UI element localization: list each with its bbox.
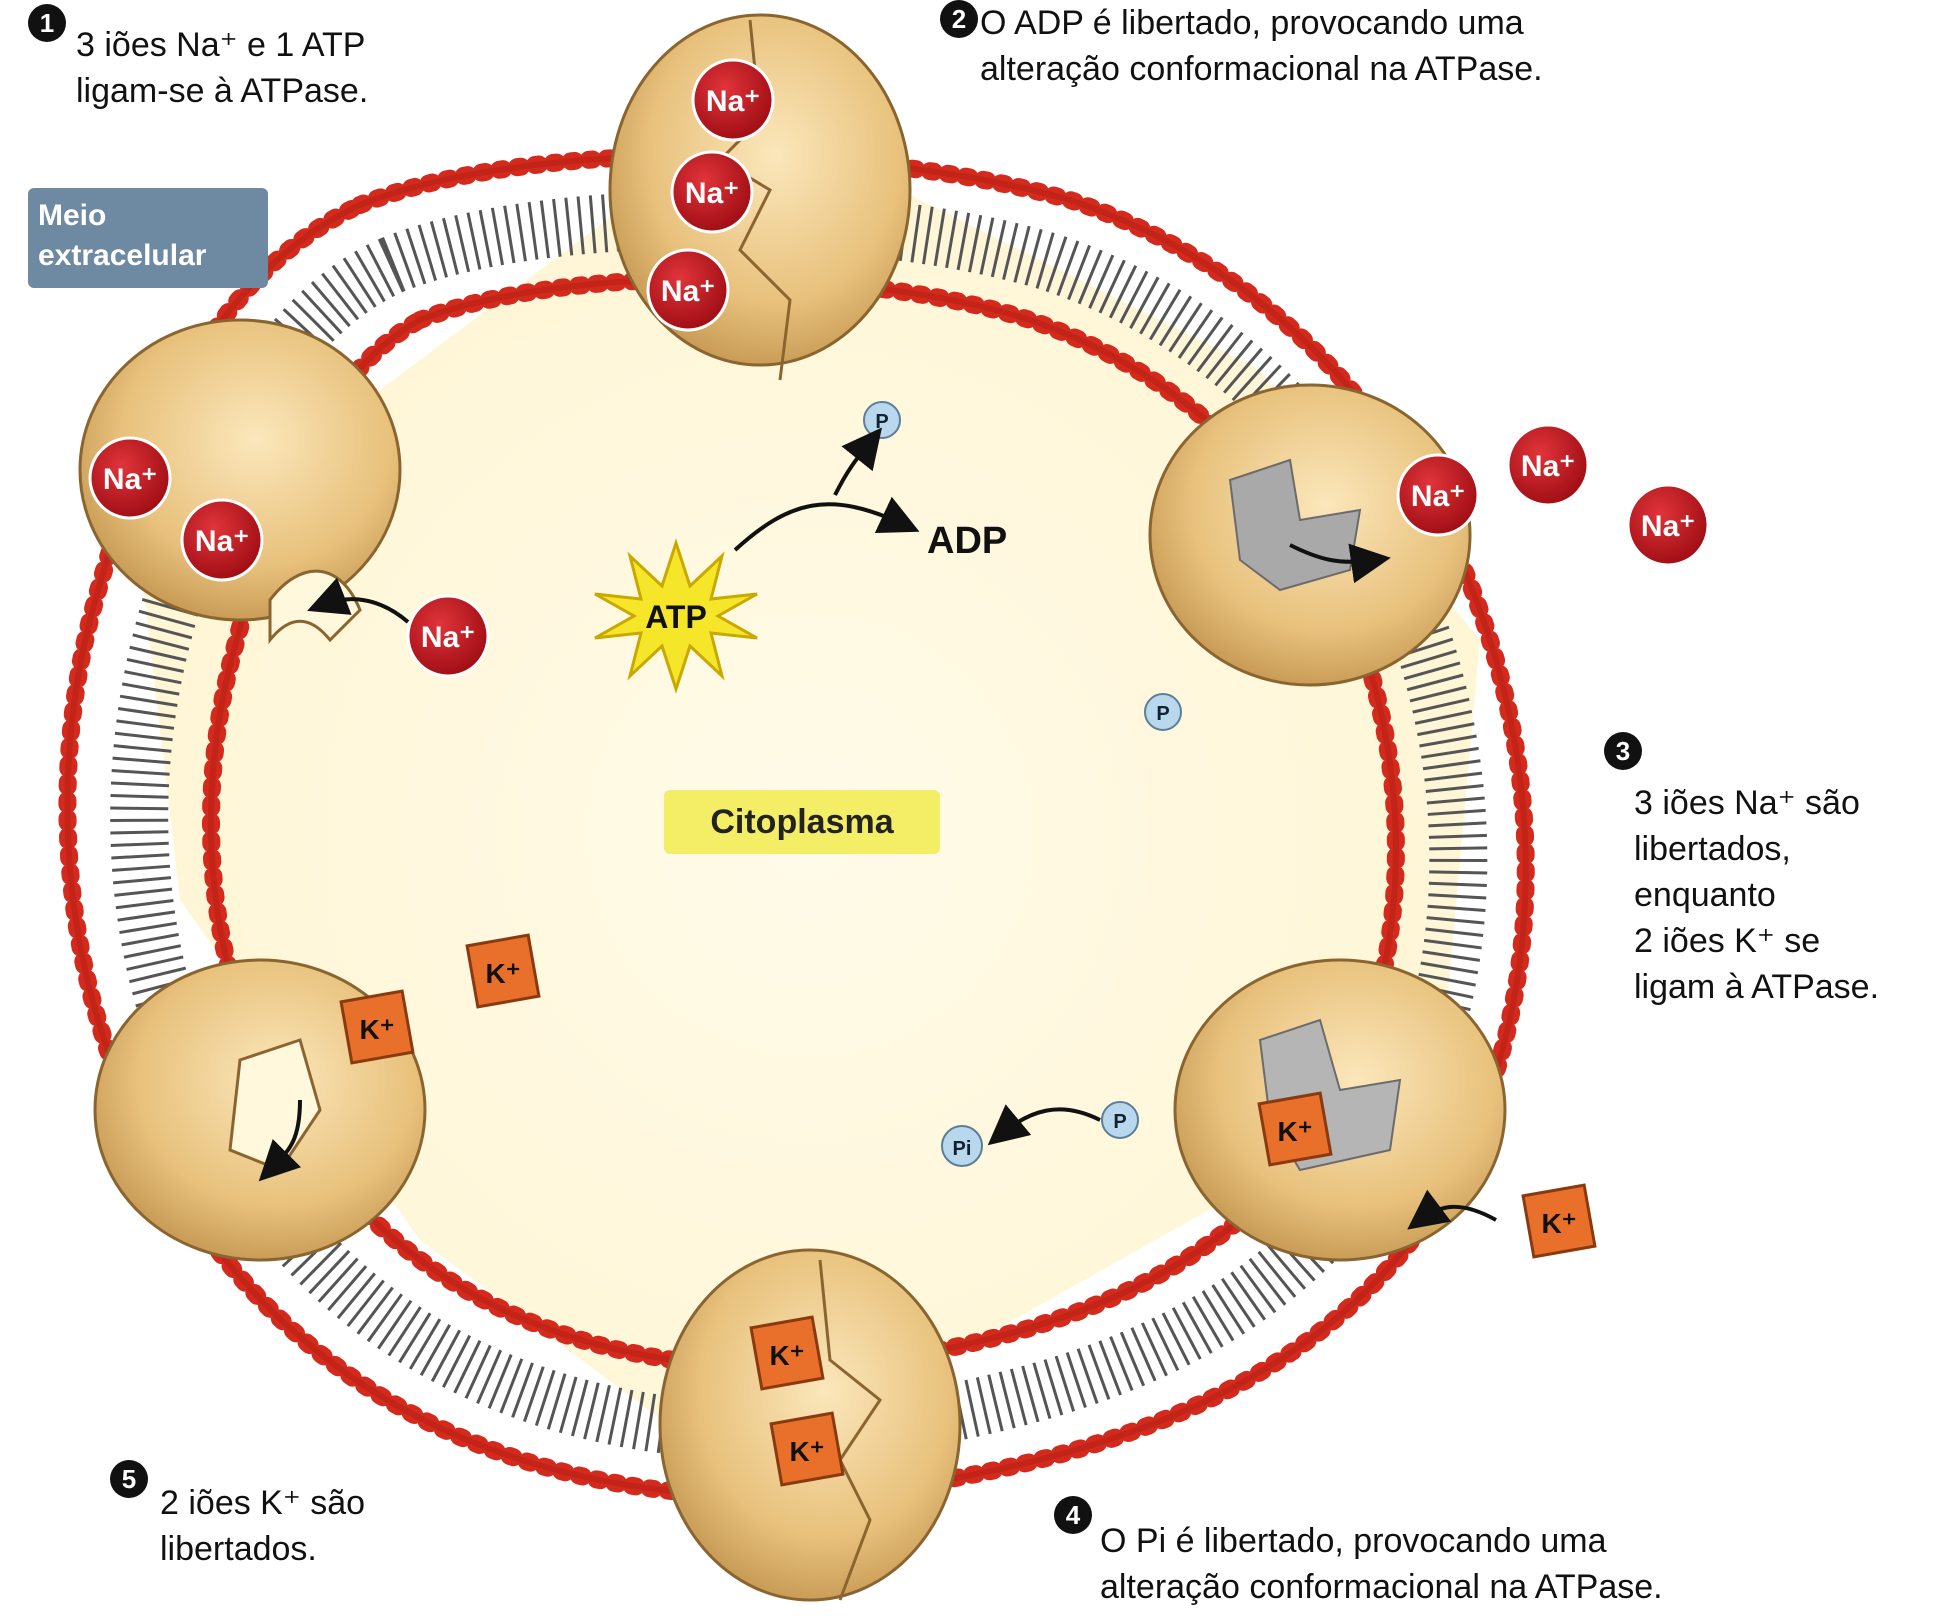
sodium-ion: Na⁺ bbox=[408, 596, 488, 676]
sodium-ion: Na⁺ bbox=[693, 60, 773, 140]
potassium-ion: K⁺ bbox=[341, 991, 413, 1063]
step-1-number: 1 bbox=[28, 4, 66, 42]
sodium-ion: Na⁺ bbox=[648, 250, 728, 330]
atpase-lower-right bbox=[1175, 960, 1505, 1260]
svg-text:P: P bbox=[875, 411, 888, 433]
adp-label: ADP bbox=[927, 520, 1007, 562]
svg-text:Na⁺: Na⁺ bbox=[421, 621, 475, 654]
svg-text:K⁺: K⁺ bbox=[770, 1340, 805, 1371]
potassium-ion: K⁺ bbox=[771, 1413, 843, 1485]
svg-text:P: P bbox=[1113, 1111, 1126, 1133]
inorganic-phosphate: Pi bbox=[942, 1126, 982, 1166]
step-4-caption: O Pi é libertado, provocando uma alteraç… bbox=[1100, 1518, 1663, 1610]
svg-text:Na⁺: Na⁺ bbox=[1641, 510, 1695, 543]
step-3-number: 3 bbox=[1604, 732, 1642, 770]
step-2-number: 2 bbox=[940, 0, 978, 38]
step-2-caption: O ADP é libertado, provocando uma altera… bbox=[980, 0, 1543, 92]
svg-text:K⁺: K⁺ bbox=[1542, 1208, 1577, 1239]
svg-text:P: P bbox=[1156, 703, 1169, 725]
sodium-ion: Na⁺ bbox=[1508, 425, 1588, 505]
svg-text:Na⁺: Na⁺ bbox=[706, 85, 760, 118]
sodium-ion: Na⁺ bbox=[182, 500, 262, 580]
step-3-caption: 3 iões Na⁺ são libertados, enquanto 2 iõ… bbox=[1634, 780, 1879, 1010]
potassium-ion: K⁺ bbox=[1523, 1185, 1595, 1257]
sodium-ion: Na⁺ bbox=[1398, 455, 1478, 535]
sodium-ion: Na⁺ bbox=[90, 438, 170, 518]
step-5-number: 5 bbox=[110, 1460, 148, 1498]
phosphate-group: P bbox=[1102, 1102, 1138, 1138]
potassium-ion: K⁺ bbox=[751, 1317, 823, 1389]
cytoplasm-label: Citoplasma bbox=[664, 790, 940, 854]
phosphate-group: P bbox=[864, 402, 900, 438]
potassium-ion: K⁺ bbox=[1259, 1093, 1331, 1165]
svg-text:K⁺: K⁺ bbox=[360, 1014, 395, 1045]
svg-text:Pi: Pi bbox=[953, 1138, 972, 1160]
phosphate-group: P bbox=[1145, 694, 1181, 730]
step-4-number: 4 bbox=[1054, 1496, 1092, 1534]
step-1-caption: 3 iões Na⁺ e 1 ATP ligam-se à ATPase. bbox=[76, 22, 368, 114]
sodium-ion: Na⁺ bbox=[672, 152, 752, 232]
svg-text:Na⁺: Na⁺ bbox=[661, 275, 715, 308]
svg-text:Na⁺: Na⁺ bbox=[195, 525, 249, 558]
svg-text:Na⁺: Na⁺ bbox=[1521, 450, 1575, 483]
svg-text:K⁺: K⁺ bbox=[486, 958, 521, 989]
step-5-caption: 2 iões K⁺ são libertados. bbox=[160, 1480, 365, 1572]
svg-text:Na⁺: Na⁺ bbox=[103, 463, 157, 496]
sodium-ion: Na⁺ bbox=[1628, 485, 1708, 565]
potassium-ion: K⁺ bbox=[467, 935, 539, 1007]
atpase-upper-right bbox=[1150, 385, 1470, 685]
svg-text:Na⁺: Na⁺ bbox=[1411, 480, 1465, 513]
svg-text:ATP: ATP bbox=[645, 599, 707, 635]
svg-text:K⁺: K⁺ bbox=[790, 1436, 825, 1467]
svg-text:K⁺: K⁺ bbox=[1278, 1116, 1313, 1147]
svg-text:Na⁺: Na⁺ bbox=[685, 177, 739, 210]
extracellular-label: Meio extracelular bbox=[28, 188, 268, 288]
